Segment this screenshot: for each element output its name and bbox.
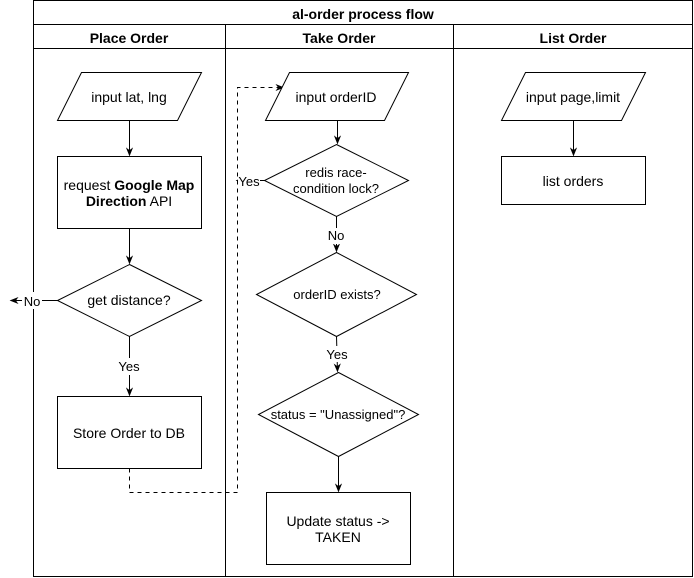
lane-label-list-order: List Order <box>540 30 607 46</box>
diagram-title: al-order process flow <box>292 6 434 22</box>
request-api-text-line1: request Google Map <box>64 177 195 193</box>
list-orders-text: list orders <box>543 173 604 189</box>
get-distance-text: get distance? <box>87 292 170 308</box>
exists-yes-label: Yes <box>326 347 348 362</box>
input-orderid-shape <box>264 72 410 121</box>
update-status-text-line2: TAKEN <box>315 529 361 545</box>
distance-yes-label: Yes <box>118 359 140 374</box>
input-page-limit-shape <box>500 72 647 121</box>
status-unassigned-text: status = "Unassigned"? <box>271 407 406 422</box>
store-order-text: Store Order to DB <box>73 425 185 441</box>
redis-lock-text-line2: condition lock? <box>293 181 379 196</box>
list-orders-box <box>501 156 646 205</box>
update-status-text-line1: Update status -> <box>286 513 389 529</box>
input-lat-lng-shape <box>56 72 203 121</box>
update-status-box <box>266 492 411 565</box>
lock-yes-label: Yes <box>238 174 260 189</box>
request-suffix: API <box>147 193 173 209</box>
request-api-box <box>57 156 202 229</box>
request-bold-1: Google Map <box>114 177 194 193</box>
lock-no-label-bg <box>325 228 347 244</box>
exists-yes-label-bg <box>324 346 351 362</box>
input-orderid-text: input orderID <box>296 89 377 105</box>
request-api-text-line2: Direction API <box>86 193 172 209</box>
lock-yes-label-bg <box>238 173 260 189</box>
yes-label-bg <box>115 358 143 375</box>
store-order-box <box>57 396 202 469</box>
input-lat-lng-text: input lat, lng <box>91 89 167 105</box>
lock-no-label: No <box>328 228 345 243</box>
lane-label-place-order: Place Order <box>90 30 169 46</box>
redis-lock-text-line1: redis race- <box>305 165 366 180</box>
pool-frame <box>33 0 693 577</box>
no-label-bg <box>22 292 42 309</box>
request-prefix: request <box>64 177 115 193</box>
input-page-limit-text: input page,limit <box>526 89 620 105</box>
distance-no-label: No <box>24 294 41 309</box>
request-bold-2: Direction <box>86 193 147 209</box>
lane-label-take-order: Take Order <box>303 30 376 46</box>
dashed-connector-store-to-take <box>129 83 285 493</box>
orderid-exists-text: orderID exists? <box>293 287 380 302</box>
